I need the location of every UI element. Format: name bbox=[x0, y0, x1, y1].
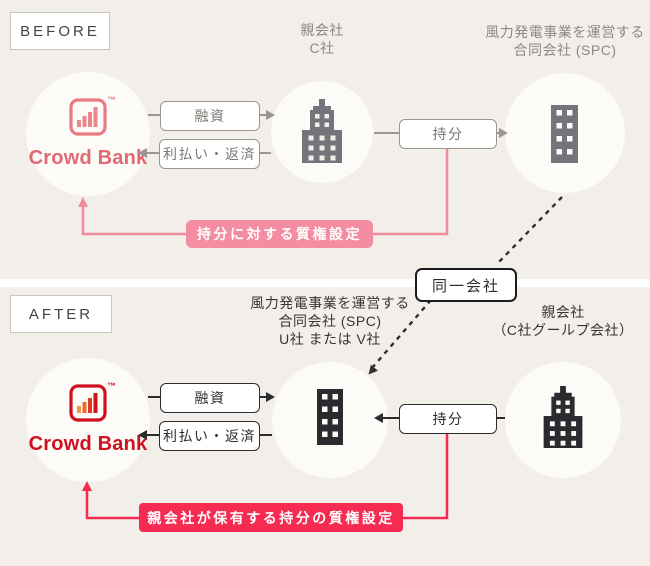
trademark-symbol: ™ bbox=[107, 381, 116, 391]
repayment-label-after: 利払い・返済 bbox=[163, 428, 256, 444]
before-tag: BEFORE bbox=[10, 12, 110, 50]
pledge-banner-before: 持分に対する質権設定 bbox=[186, 220, 373, 248]
parent-company-label-before: 親会社 C社 bbox=[252, 21, 392, 57]
crowdbank-logo-icon: ™ bbox=[69, 381, 116, 427]
equity-label-before: 持分 bbox=[432, 126, 464, 142]
parent-company-building-icon-before bbox=[299, 99, 345, 168]
parent-company-label-line1: 親会社 bbox=[300, 22, 344, 38]
spc-label-after-line1: 風力発電事業を運営する bbox=[250, 295, 410, 311]
crowdbank-name-after: Crowd Bank bbox=[28, 433, 148, 455]
parent-company-label-after-line2: （C社グールプ会社） bbox=[492, 322, 634, 338]
parent-company-label-after: 親会社 （C社グールプ会社） bbox=[478, 303, 648, 339]
equity-label-after: 持分 bbox=[432, 411, 464, 427]
parent-company-label-line2: C社 bbox=[309, 40, 335, 56]
repayment-box-before: 利払い・返済 bbox=[159, 139, 260, 169]
repayment-box-after: 利払い・返済 bbox=[159, 421, 260, 451]
after-tag: AFTER bbox=[10, 295, 112, 333]
spc-label-after-line3: U社 または V社 bbox=[279, 331, 381, 347]
crowdbank-logo-block-after: ™ Crowd Bank bbox=[26, 381, 150, 456]
loan-box-before: 融資 bbox=[160, 101, 260, 131]
spc-building-icon-before bbox=[551, 105, 578, 168]
same-company-label: 同一会社 bbox=[431, 277, 500, 295]
loan-box-after: 融資 bbox=[160, 383, 260, 413]
crowdbank-name-before: Crowd Bank bbox=[28, 147, 148, 169]
parent-company-label-after-line1: 親会社 bbox=[541, 304, 585, 320]
spc-label-after: 風力発電事業を運営する 合同会社 (SPC) U社 または V社 bbox=[245, 294, 415, 348]
equity-box-after: 持分 bbox=[399, 404, 497, 434]
after-tag-label: AFTER bbox=[28, 305, 94, 323]
pledge-banner-after-label: 親会社が保有する持分の質権設定 bbox=[147, 509, 395, 526]
loan-label-after: 融資 bbox=[194, 390, 226, 406]
pledge-banner-after: 親会社が保有する持分の質権設定 bbox=[139, 503, 403, 532]
trademark-symbol: ™ bbox=[107, 95, 116, 105]
spc-label-line1: 風力発電事業を運営する bbox=[485, 24, 645, 40]
loan-label-before: 融資 bbox=[194, 108, 226, 124]
crowdbank-logo-icon: ™ bbox=[69, 95, 116, 141]
repayment-label-before: 利払い・返済 bbox=[163, 146, 256, 162]
spc-label-after-line2: 合同会社 (SPC) bbox=[278, 313, 382, 329]
spc-label-line2: 合同会社 (SPC) bbox=[513, 42, 617, 58]
pledge-banner-before-label: 持分に対する質権設定 bbox=[197, 226, 362, 242]
crowdbank-logo-block-before: ™ Crowd Bank bbox=[26, 95, 150, 170]
spc-building-icon-after bbox=[317, 389, 343, 450]
equity-box-before: 持分 bbox=[399, 119, 497, 149]
spc-label-before: 風力発電事業を運営する 合同会社 (SPC) bbox=[480, 23, 650, 59]
before-tag-label: BEFORE bbox=[20, 22, 100, 40]
parent-company-building-icon-after bbox=[540, 386, 586, 453]
same-company-box: 同一会社 bbox=[415, 268, 517, 302]
